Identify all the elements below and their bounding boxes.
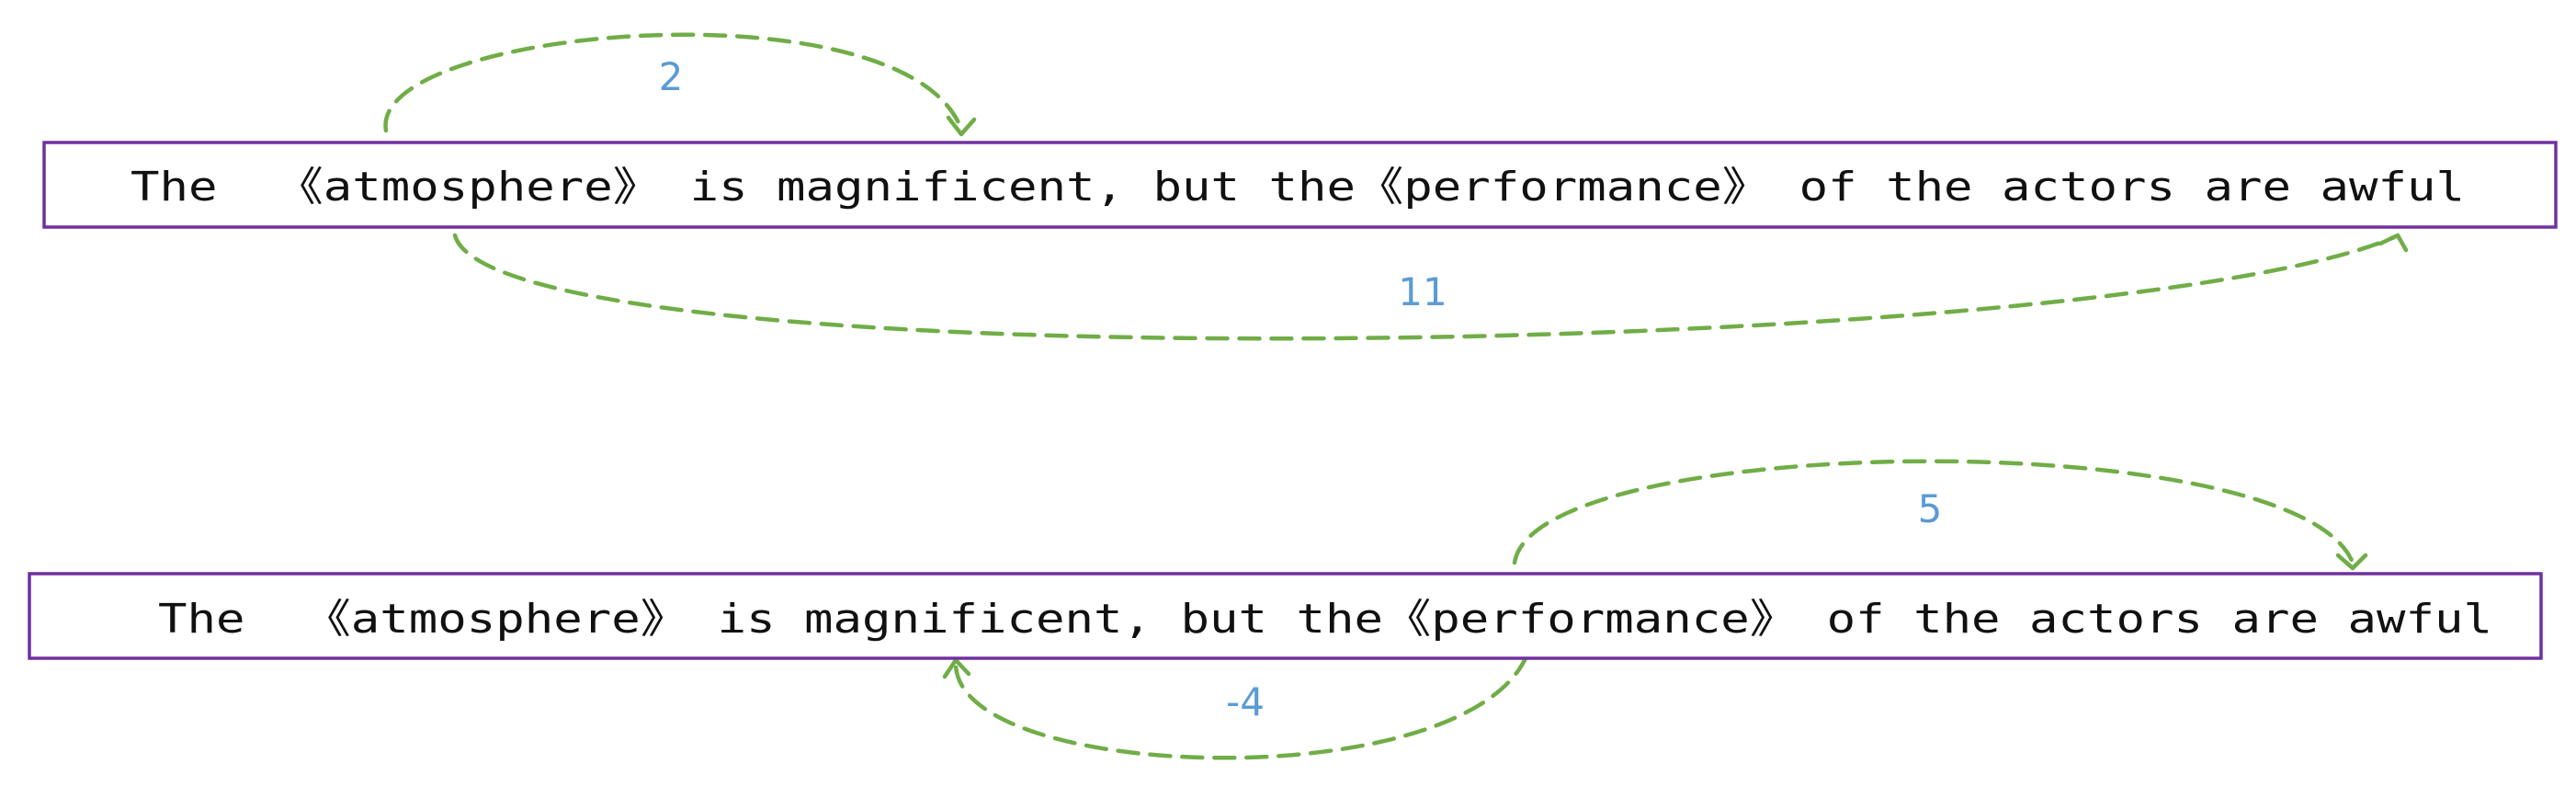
arc-label-minus-4: -4 (1226, 679, 1265, 724)
arc-distance-2 (383, 32, 963, 133)
sentence-text-2: The 《atmosphere》 is magnificent, but the… (158, 596, 2492, 643)
arc-label-11: 11 (1398, 269, 1447, 314)
arcs-group (383, 32, 2409, 760)
arc-distance-5-arrowhead (2335, 553, 2368, 571)
sentence-text-1: The 《atmosphere》 is magnificent, but the… (131, 164, 2465, 211)
sentence-box-1 (42, 141, 2558, 229)
arc-distance-minus-4-arrowhead (942, 657, 971, 679)
arc-distance-2-arrowhead (946, 115, 977, 137)
sentence-2: The 《atmosphere》 is magnificent, but the… (28, 572, 2543, 660)
arc-label-5: 5 (1918, 486, 1943, 531)
arc-labels: 2 11 5 -4 (659, 54, 1943, 724)
sentence-1: The 《atmosphere》 is magnificent, but the… (42, 141, 2558, 229)
arc-distance-5 (1512, 459, 2355, 565)
sentence-box-2 (28, 572, 2543, 660)
arc-label-2: 2 (659, 54, 684, 99)
arc-distance-11-arrowhead (2377, 233, 2409, 253)
arc-distance-minus-4 (953, 622, 1536, 760)
arc-distance-11 (452, 233, 2397, 341)
